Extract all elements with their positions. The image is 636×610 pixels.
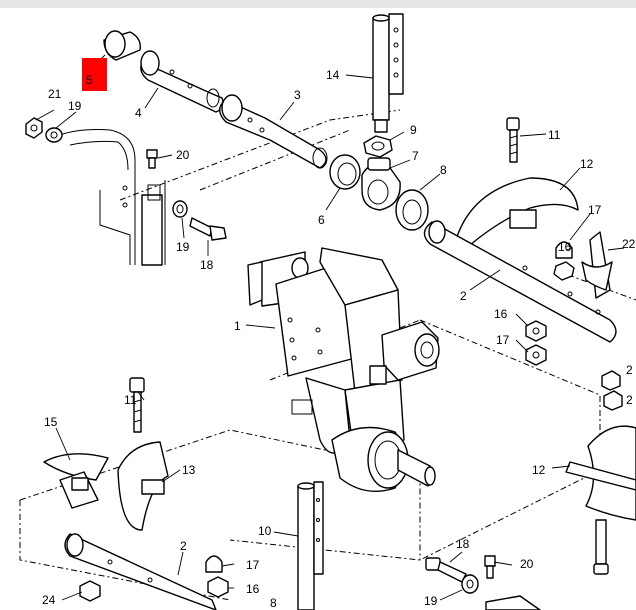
callout-10[interactable]: 10 bbox=[258, 524, 272, 538]
part-12-blade-top[interactable] bbox=[454, 177, 579, 246]
callout-4[interactable]: 4 bbox=[135, 106, 142, 120]
part-15-blade-left[interactable] bbox=[43, 453, 109, 509]
part-12-blade-bottom[interactable] bbox=[565, 425, 636, 521]
callout-12[interactable]: 12 bbox=[580, 157, 594, 171]
callout-19-mid[interactable]: 19 bbox=[176, 240, 190, 254]
part-19-washer-mid[interactable] bbox=[172, 200, 188, 218]
part-bolt-bottom-right[interactable] bbox=[593, 519, 609, 575]
callout-17-bottom[interactable]: 17 bbox=[246, 558, 260, 572]
callout-21[interactable]: 21 bbox=[48, 87, 62, 101]
callout-1[interactable]: 1 bbox=[234, 319, 241, 333]
part-16-nut-top[interactable] bbox=[553, 261, 575, 281]
part-10-column[interactable] bbox=[297, 481, 324, 610]
callout-17[interactable]: 17 bbox=[588, 203, 602, 217]
part-14-column[interactable] bbox=[372, 13, 404, 133]
part-17-acorn-nut-bottom[interactable] bbox=[205, 555, 223, 573]
part-11-bolt-top[interactable] bbox=[506, 117, 520, 163]
callout-24[interactable]: 24 bbox=[42, 593, 56, 607]
callout-11[interactable]: 11 bbox=[548, 128, 561, 142]
part-22-tip[interactable] bbox=[581, 231, 613, 299]
callout-3[interactable]: 3 bbox=[294, 88, 301, 102]
part-3-shaft[interactable] bbox=[219, 94, 328, 169]
part-18-bolt-left[interactable] bbox=[189, 217, 227, 241]
part-20-grease-fitting-left[interactable] bbox=[146, 149, 158, 169]
callout-7[interactable]: 7 bbox=[412, 149, 419, 163]
part-21-nut[interactable] bbox=[25, 117, 43, 139]
callout-18-bottom[interactable]: 18 bbox=[456, 537, 470, 551]
part-19-washer-top[interactable] bbox=[45, 127, 63, 143]
callout-2-bottom[interactable]: 2 bbox=[180, 539, 187, 553]
callout-2-right-top[interactable]: 2 bbox=[626, 363, 633, 377]
part-5-cap[interactable] bbox=[103, 30, 141, 61]
callout-2[interactable]: 2 bbox=[460, 289, 467, 303]
part-20-grease-fitting-bottom[interactable] bbox=[484, 555, 496, 579]
frame-bracket bbox=[59, 129, 166, 266]
callout-6[interactable]: 6 bbox=[318, 213, 325, 227]
part-24-nut[interactable] bbox=[79, 580, 101, 602]
callout-22[interactable]: 22 bbox=[622, 237, 636, 251]
callout-5-highlight bbox=[82, 58, 107, 91]
callout-17-mid[interactable]: 17 bbox=[496, 333, 510, 347]
part-13-blade[interactable] bbox=[117, 441, 169, 531]
callout-12-bottom[interactable]: 12 bbox=[532, 463, 546, 477]
callout-14[interactable]: 14 bbox=[326, 68, 340, 82]
callout-5[interactable]: 5 bbox=[86, 73, 93, 87]
part-4-shaft[interactable] bbox=[140, 50, 224, 113]
part-7-pivot-housing[interactable] bbox=[361, 157, 401, 211]
callout-8-bottom[interactable]: 8 bbox=[270, 596, 277, 610]
hydraulic-motor[interactable] bbox=[369, 321, 440, 385]
part-2-bar-bottom[interactable] bbox=[64, 533, 217, 610]
part-17-acorn-nut-top[interactable] bbox=[555, 241, 573, 259]
callout-16[interactable]: 16 bbox=[558, 240, 572, 254]
callout-labels: 5 21 19 4 3 14 20 9 7 8 6 19 18 11 12 17… bbox=[42, 68, 636, 610]
top-toolbar-strip bbox=[0, 0, 636, 8]
callout-18[interactable]: 18 bbox=[200, 258, 214, 272]
part-16-nut-mid[interactable] bbox=[525, 320, 547, 342]
bottom-right-housing bbox=[485, 595, 541, 610]
callout-9[interactable]: 9 bbox=[410, 123, 417, 137]
part-18-bolt-bottom[interactable] bbox=[425, 557, 467, 583]
callout-16-bottom[interactable]: 16 bbox=[246, 582, 260, 596]
part-6-bushing[interactable] bbox=[329, 154, 361, 190]
part-17-nut-mid[interactable] bbox=[525, 344, 547, 366]
callout-19-bottom[interactable]: 19 bbox=[424, 594, 438, 608]
part-16-nut-bottom[interactable] bbox=[207, 576, 229, 598]
callout-19[interactable]: 19 bbox=[68, 99, 82, 113]
callout-20-bottom[interactable]: 20 bbox=[520, 557, 534, 571]
part-19-washer-bottom[interactable] bbox=[461, 574, 479, 594]
part-8-washer[interactable] bbox=[395, 189, 429, 231]
callout-13[interactable]: 13 bbox=[182, 463, 196, 477]
part-9-nut[interactable] bbox=[363, 135, 393, 158]
callout-16-mid[interactable]: 16 bbox=[494, 307, 508, 321]
callout-8[interactable]: 8 bbox=[440, 163, 447, 177]
callout-2-right-bottom[interactable]: 2 bbox=[626, 393, 633, 407]
part-2-bar-top[interactable] bbox=[423, 220, 617, 343]
part-11-bolt-left[interactable] bbox=[129, 377, 145, 433]
right-edge-nuts[interactable] bbox=[601, 370, 623, 411]
callout-20[interactable]: 20 bbox=[176, 148, 190, 162]
callout-15[interactable]: 15 bbox=[44, 415, 58, 429]
callout-11-left[interactable]: 11 bbox=[124, 393, 137, 407]
